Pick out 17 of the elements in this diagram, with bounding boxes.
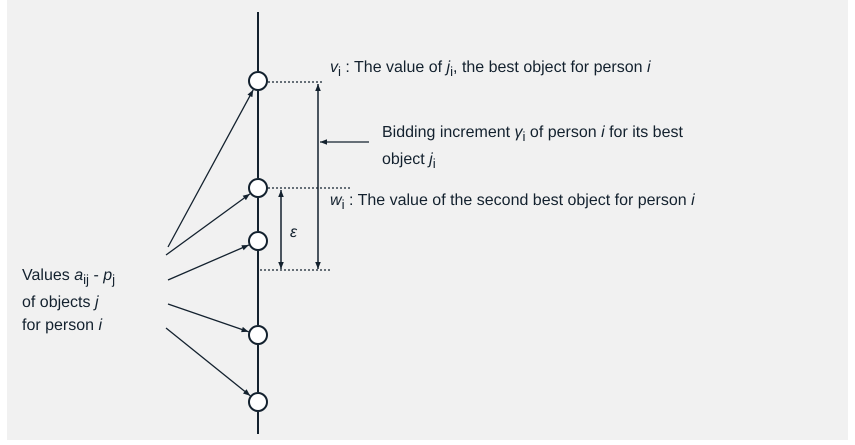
- value-annotation: v$_{i}$ : The value of j$_{i}$, the best object for person i: [330, 58, 650, 82]
- epsilon-label: ε: [290, 223, 298, 243]
- leader-arrow: [320, 139, 369, 145]
- axis-line: [257, 91, 259, 178]
- axis-line: [257, 12, 259, 71]
- value-annotation: w$_{i}$ : The value of the second best object for person i: [330, 191, 695, 214]
- arrow: [167, 89, 254, 248]
- arrow: [166, 193, 250, 256]
- arrow: [168, 303, 249, 332]
- annotation-text: Bidding increment γ$_{i}$ of person i for its best object j$_{i}$: [382, 121, 702, 176]
- axis-line: [257, 412, 259, 434]
- axis-line: [257, 345, 259, 392]
- annotation-text: Values a$_{ij}$ - p$_{j}$ of objects j for person i: [22, 264, 118, 338]
- arrow: [166, 328, 251, 396]
- arrow: [168, 244, 250, 281]
- axis-line: [257, 198, 259, 231]
- axis-line: [257, 251, 259, 325]
